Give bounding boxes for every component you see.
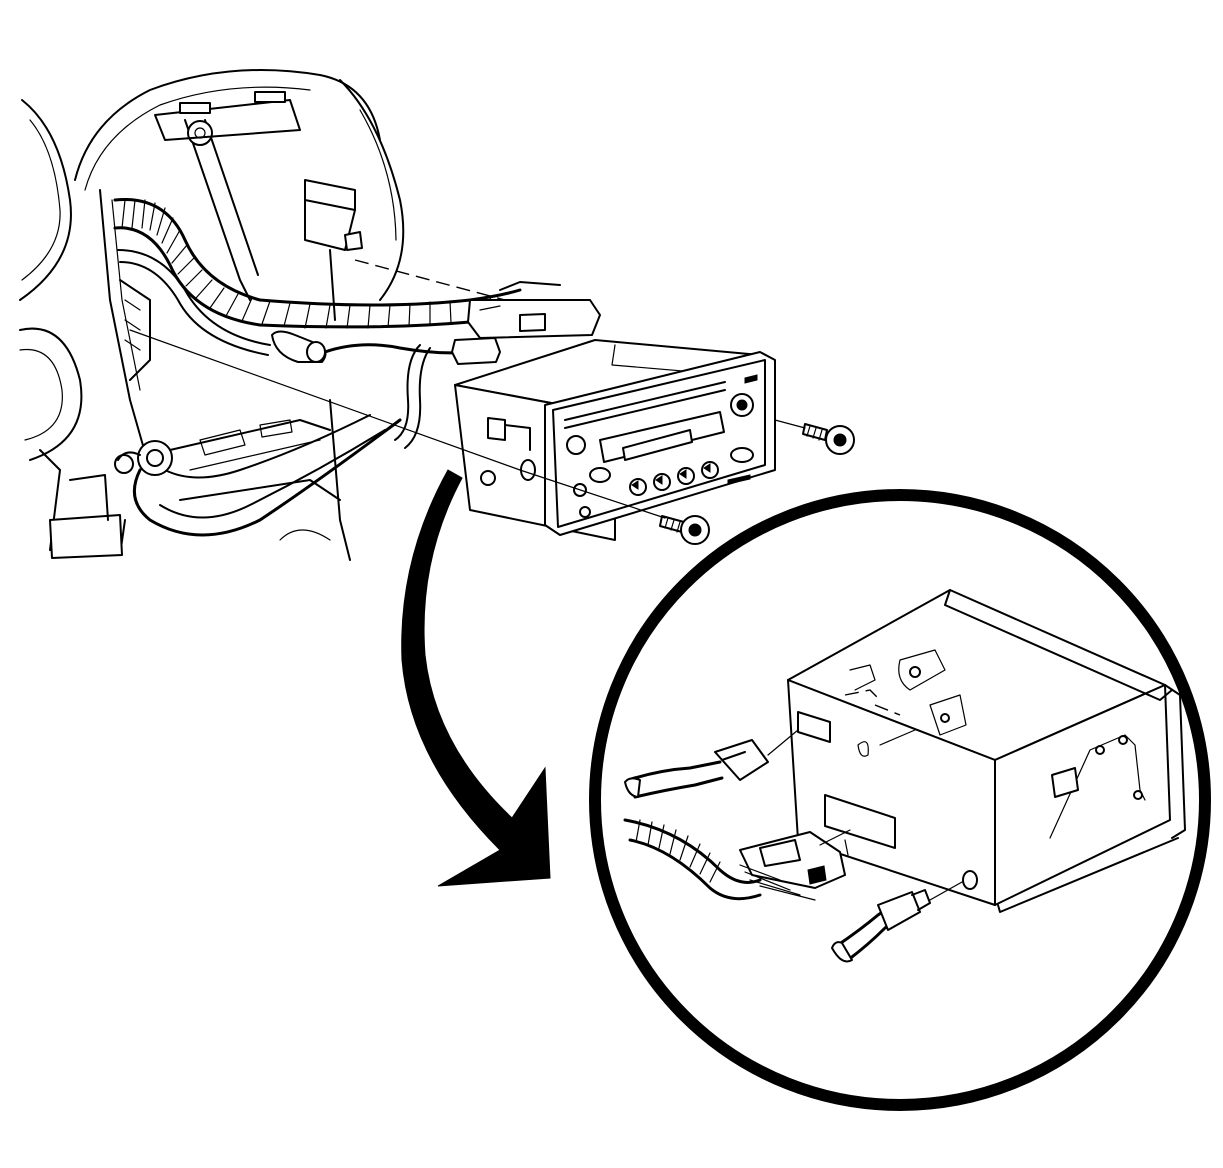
- antenna-cable: [114, 330, 501, 537]
- instrument-panel: [19, 69, 405, 561]
- radio-receiver: [454, 339, 776, 541]
- detail-callout-arrow: [401, 469, 551, 887]
- alignment-leader-lines: [129, 259, 806, 519]
- radio-mounting-screw: [659, 515, 710, 545]
- radio-rear-connections-detail: [589, 489, 1211, 1111]
- radio-preset-buttons: [589, 447, 754, 496]
- radio-wiring-harness: [113, 198, 601, 356]
- radio-mounting-screw: [802, 423, 855, 455]
